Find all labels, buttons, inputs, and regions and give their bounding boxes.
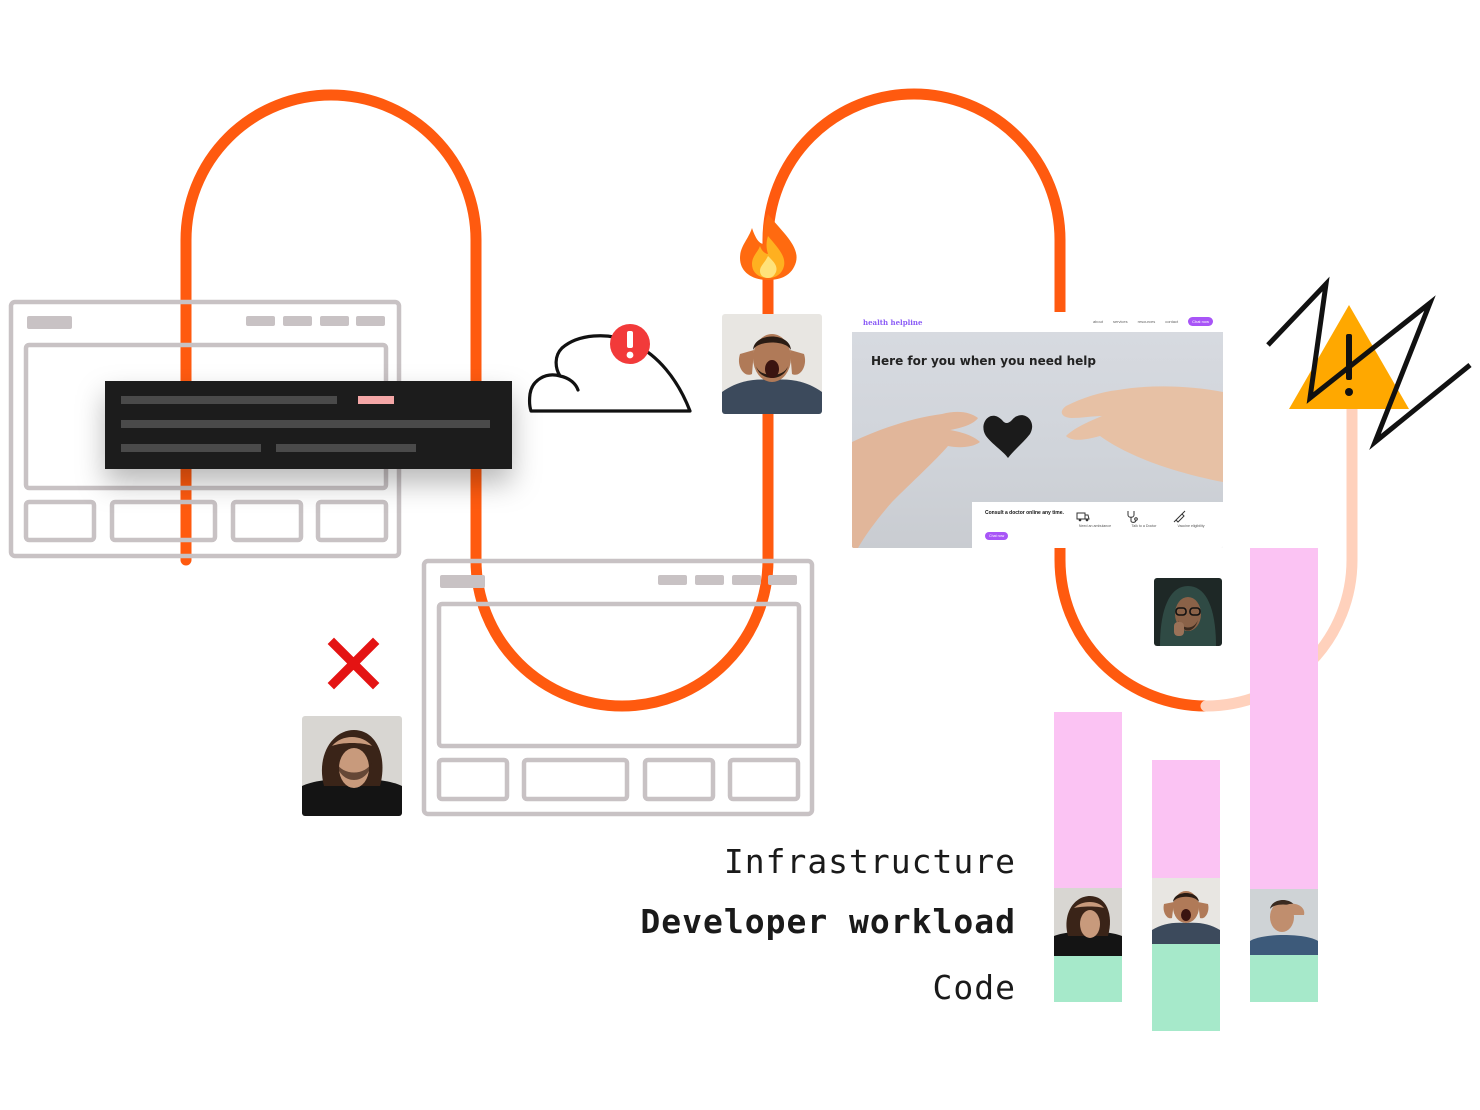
error-log-panel (105, 381, 512, 469)
avatar-stressed-woman (302, 716, 402, 816)
label-developer-workload: Developer workload (640, 902, 1016, 941)
warning-icon (1289, 305, 1409, 409)
bar-code (1054, 956, 1122, 1002)
workflow-loop-path (180, 88, 1212, 712)
consult-card: Consult a doctor online any time. Chat n… (972, 502, 1223, 548)
bar-infrastructure (1250, 548, 1318, 889)
site-navbar: health helpline about services resources… (852, 312, 1223, 332)
consult-card-title: Consult a doctor online any time. (985, 510, 1064, 516)
wireframe-browser-bottom (421, 558, 815, 817)
log-line (276, 444, 416, 452)
service-vaccine-label: Vaccine eligibility (1177, 524, 1205, 528)
label-code: Code (932, 968, 1016, 1007)
syringe-icon (1173, 510, 1186, 523)
hands-with-heart-image (852, 386, 1223, 548)
log-line (121, 444, 261, 452)
avatar-hooded-developer (1154, 578, 1222, 646)
nav-link-services[interactable]: services (1112, 319, 1128, 324)
lightning-scribble (1266, 276, 1472, 450)
bar-infrastructure (1152, 760, 1220, 878)
stack-bar-3 (1250, 548, 1318, 1002)
service-doctor[interactable]: Talk to a Doctor (1124, 510, 1164, 529)
wireframe-bottom-topbar (440, 575, 797, 588)
service-ambulance-label: Need an ambulance (1078, 524, 1112, 528)
site-hero-heading: Here for you when you need help (871, 354, 1097, 368)
log-error-highlight (358, 396, 394, 404)
nav-chat-button[interactable]: Chat now (1188, 317, 1213, 326)
site-logo[interactable]: health helpline (863, 318, 923, 327)
consult-chat-button[interactable]: Chat now (985, 532, 1009, 540)
fire-icon (740, 214, 797, 280)
site-hero: Here for you when you need help Consult … (852, 332, 1223, 548)
avatar-screaming-developer (722, 314, 822, 414)
service-vaccine[interactable]: Vaccine eligibility (1171, 510, 1211, 529)
avatar-tired-developer-small (1250, 889, 1318, 955)
stethoscope-icon (1127, 511, 1138, 523)
service-ambulance[interactable]: Need an ambulance (1075, 510, 1115, 529)
nav-link-resources[interactable]: resources (1137, 319, 1156, 324)
label-infrastructure: Infrastructure (723, 842, 1016, 881)
bar-code (1152, 944, 1220, 1031)
cloud-alert-icon (527, 324, 692, 413)
log-line (121, 420, 490, 428)
avatar-stressed-woman-small (1054, 888, 1122, 956)
service-doctor-label: Talk to a Doctor (1131, 524, 1157, 528)
stack-bar-2 (1152, 760, 1220, 1031)
nav-link-contact[interactable]: contact (1165, 319, 1179, 324)
bar-infrastructure (1054, 712, 1122, 888)
log-line (121, 396, 337, 404)
nav-link-about[interactable]: about (1092, 319, 1103, 324)
avatar-screaming-developer-small (1152, 878, 1220, 944)
ambulance-icon (1076, 512, 1090, 522)
cross-icon (327, 637, 380, 690)
stack-bar-1 (1054, 712, 1122, 1002)
site-nav-links: about services resources contact Chat no… (1093, 317, 1213, 326)
wireframe-left-topbar (27, 316, 385, 329)
bar-code (1250, 955, 1318, 1002)
health-helpline-website: Here for you when you need help Consult … (852, 312, 1223, 548)
